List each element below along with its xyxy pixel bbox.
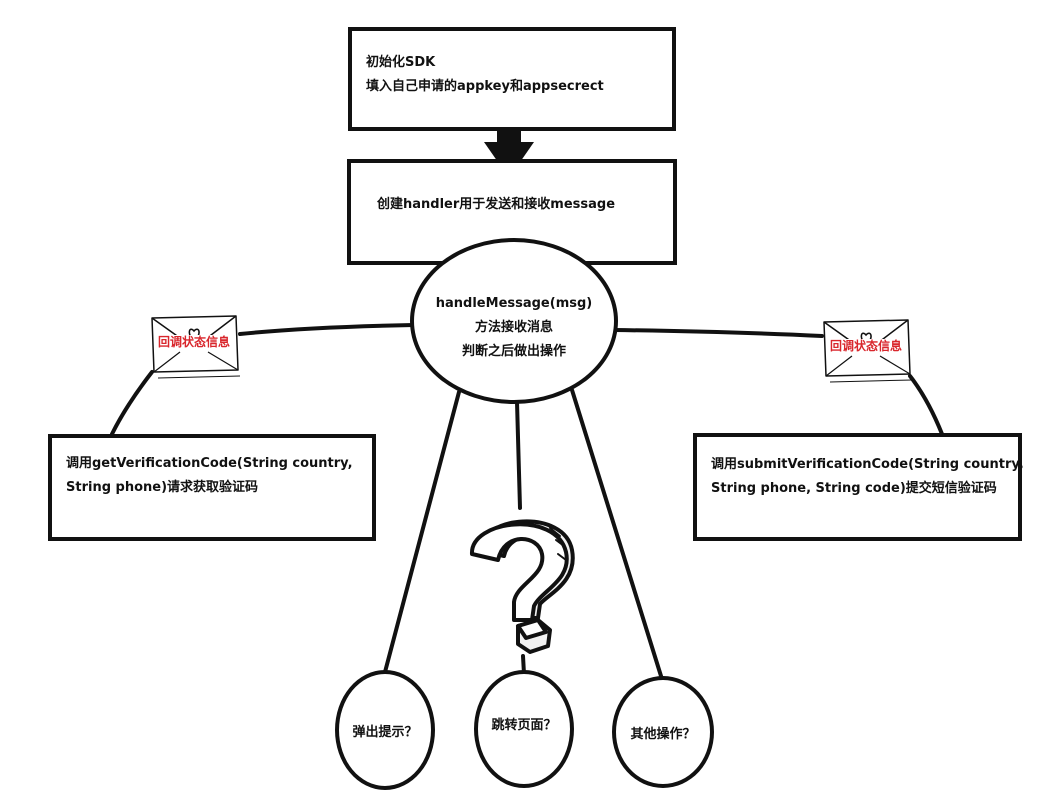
callback-left-label: 回调状态信息: [155, 335, 232, 349]
init-sdk-desc: 填入自己申请的appkey和appsecrect: [366, 79, 604, 94]
callback-right-label: 回调状态信息: [827, 339, 904, 353]
callback-right: 回调状态信息: [818, 316, 914, 386]
outcome-jump-page: 跳转页面？: [474, 670, 574, 788]
callback-left: 回调状态信息: [146, 312, 242, 382]
submit-verification-code-box: 调用submitVerificationCode(String country,…: [693, 433, 1024, 541]
init-sdk-box: 初始化SDK 填入自己申请的appkey和appsecrect: [348, 27, 676, 131]
outcome-other-action: 其他操作？: [612, 676, 714, 788]
create-handler-text: 创建handler用于发送和接收message: [377, 197, 616, 212]
connector-question-top: [515, 400, 522, 510]
handle-message-desc1: 方法接收消息: [474, 320, 553, 335]
connector-right-down: [908, 374, 944, 436]
connector-outcome-left: [383, 390, 461, 674]
connector-left-top: [238, 323, 416, 336]
handle-message-desc2: 判断之后做出操作: [461, 344, 566, 359]
get-code-line2: String phone)请求获取验证码: [66, 480, 259, 495]
connector-outcome-right: [570, 388, 663, 678]
callback-left-label-wrap: 回调状态信息: [146, 333, 242, 350]
submit-code-line2: String phone, String code)提交短信验证码: [711, 481, 997, 496]
question-mark-icon: [469, 519, 575, 654]
outcome-show-tip: 弹出提示？: [335, 670, 435, 790]
get-verification-code-box: 调用getVerificationCode(String country, St…: [48, 434, 376, 541]
handle-message-title: handleMessage(msg): [435, 296, 593, 311]
connector-left-down: [110, 370, 154, 436]
outcome-other-action-label: 其他操作？: [630, 726, 696, 742]
connector-right-top: [612, 328, 824, 338]
handle-message-node: handleMessage(msg) 方法接收消息 判断之后做出操作: [410, 238, 618, 404]
outcome-jump-page-label: 跳转页面？: [491, 717, 557, 733]
outcome-show-tip-label: 弹出提示？: [352, 724, 418, 740]
get-code-line1: 调用getVerificationCode(String country,: [66, 456, 353, 471]
init-sdk-title: 初始化SDK: [366, 55, 436, 70]
submit-code-line1: 调用submitVerificationCode(String country,: [711, 457, 1024, 472]
callback-right-label-wrap: 回调状态信息: [818, 337, 914, 354]
